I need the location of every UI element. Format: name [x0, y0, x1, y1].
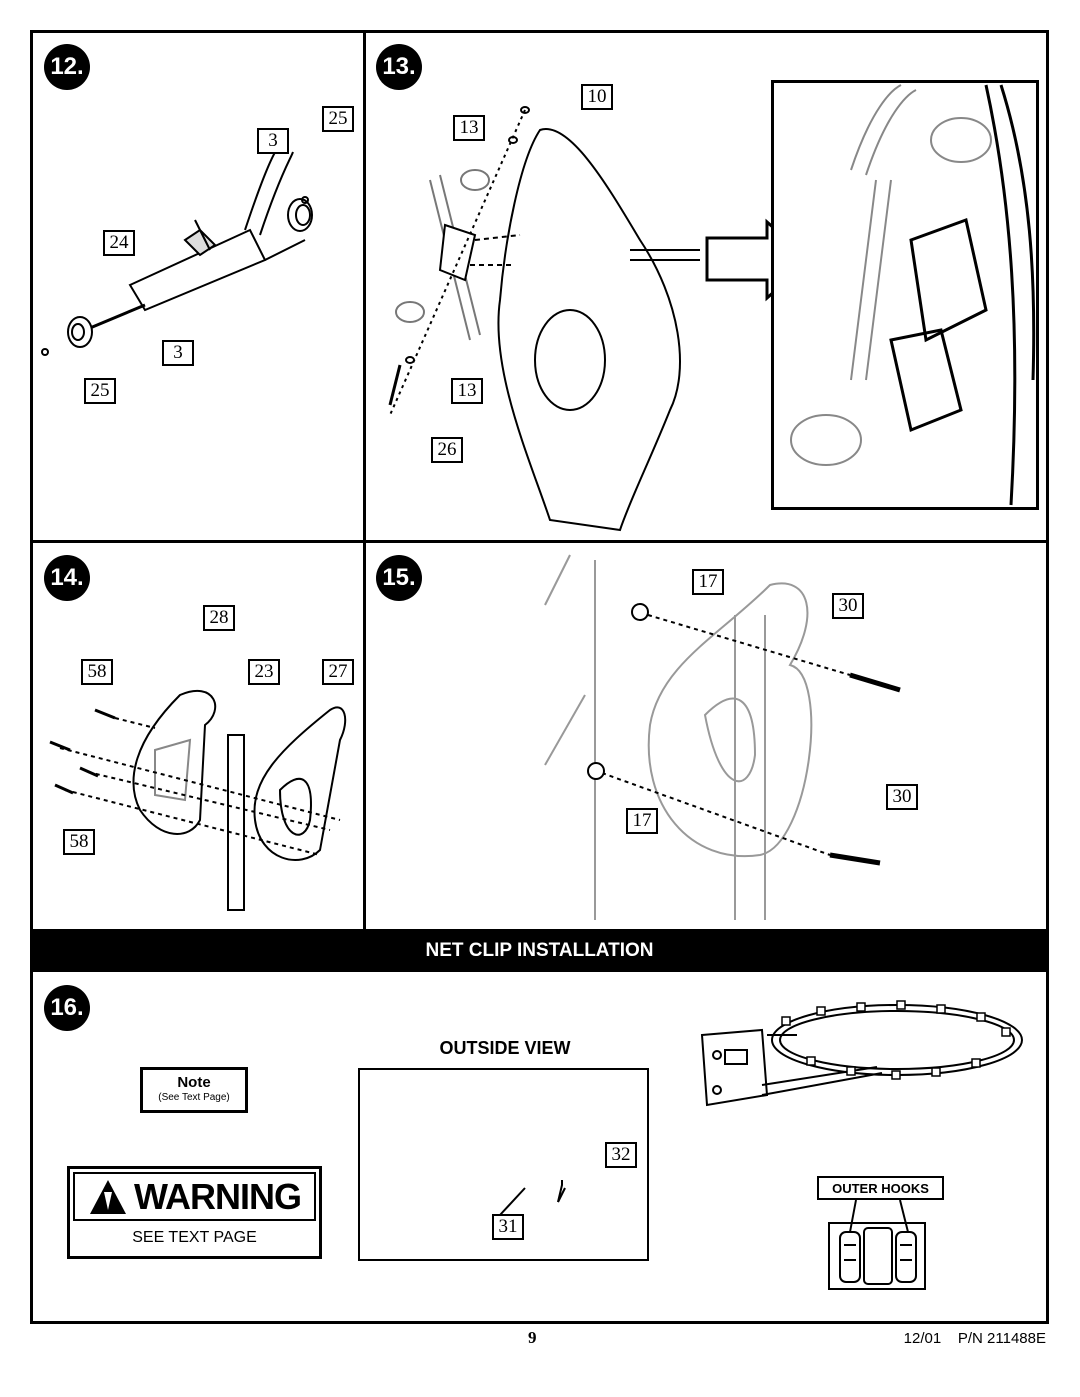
callout-26: 26 — [431, 437, 463, 463]
leader-lines — [499, 1180, 566, 1216]
outer-hooks-illustration — [828, 1199, 926, 1290]
net-clip-parts-illustration — [49, 689, 347, 911]
outside-view-box — [358, 1068, 649, 1261]
page-number: 9 — [528, 1328, 537, 1347]
callout-58-bottom: 58 — [63, 829, 95, 855]
callout-17-top: 17 — [692, 569, 724, 595]
warning-title: WARNING — [134, 1175, 302, 1217]
part-number: 12/01 P/N 211488E — [903, 1330, 1046, 1347]
callout-3-bottom: 3 — [162, 340, 194, 366]
divider-v-mid — [363, 543, 366, 929]
note-box: Note (See Text Page) — [140, 1067, 248, 1113]
step-15-badge: 15. — [376, 555, 422, 601]
divider-h-mid — [33, 540, 1046, 543]
callout-3-top: 3 — [257, 128, 289, 154]
callout-30-bottom: 30 — [886, 784, 918, 810]
rim-illustration — [700, 1000, 1023, 1107]
callout-13-bottom: 13 — [451, 378, 483, 404]
callout-28: 28 — [203, 605, 235, 631]
step-13-badge: 13. — [376, 44, 422, 90]
page-frame — [30, 30, 1049, 1324]
detail-zoom-illustration — [771, 80, 1039, 510]
axle-wheel-illustration — [41, 144, 313, 356]
callout-24: 24 — [103, 230, 135, 256]
outside-view-title: OUTSIDE VIEW — [439, 1038, 571, 1058]
warning-subtitle: SEE TEXT PAGE — [132, 1229, 257, 1246]
wheel-bracket-illustration — [388, 106, 700, 532]
step-16-badge: 16. — [44, 985, 90, 1031]
callout-25-top: 25 — [322, 106, 354, 132]
outer-hooks-label: OUTER HOOKS — [817, 1176, 944, 1200]
note-subtitle: (See Text Page) — [158, 1092, 230, 1103]
callout-31: 31 — [492, 1214, 524, 1240]
warning-box: WARNING SEE TEXT PAGE — [67, 1166, 322, 1259]
callout-17-bottom: 17 — [626, 808, 658, 834]
warning-triangle-icon — [90, 1179, 126, 1214]
callout-32: 32 — [605, 1142, 637, 1168]
callout-23: 23 — [248, 659, 280, 685]
step-12-badge: 12. — [44, 44, 90, 90]
callout-27: 27 — [322, 659, 354, 685]
callout-10: 10 — [581, 84, 613, 110]
callout-13-top: 13 — [453, 115, 485, 141]
net-clip-mount-illustration — [544, 554, 901, 920]
warning-header: WARNING — [73, 1172, 316, 1221]
step-14-badge: 14. — [44, 555, 90, 601]
callout-58-top: 58 — [81, 659, 113, 685]
callout-25-bottom: 25 — [84, 378, 116, 404]
section-banner: NET CLIP INSTALLATION — [33, 929, 1046, 972]
note-title: Note — [177, 1074, 211, 1091]
divider-v-top — [363, 33, 366, 540]
callout-30-top: 30 — [832, 593, 864, 619]
